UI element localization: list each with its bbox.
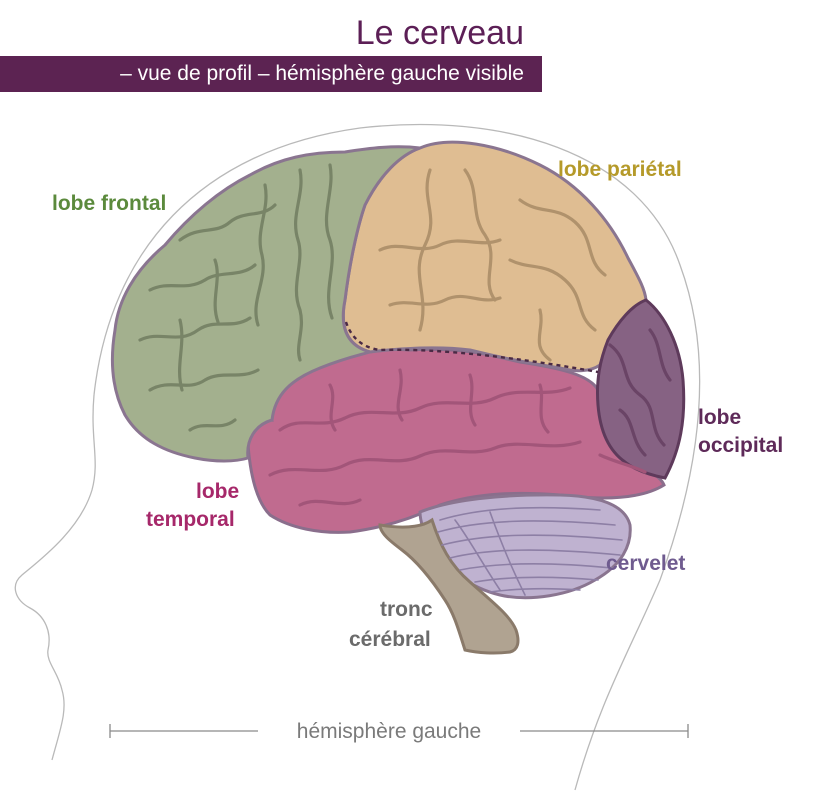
face-outline — [14, 394, 96, 761]
temporal-folds — [268, 368, 647, 507]
label-parietal-lobe: lobe pariétal — [558, 158, 682, 181]
label-temporal-lobe-line2: temporal — [146, 508, 235, 531]
parietal-folds — [378, 168, 607, 362]
label-temporal-lobe-line1: lobe — [196, 480, 239, 503]
brainstem — [378, 517, 520, 655]
label-brainstem-line1: tronc — [380, 598, 433, 621]
occipital-folds — [608, 328, 672, 457]
label-hemisphere: hémisphère gauche — [297, 720, 481, 743]
label-brainstem-line2: cérébral — [349, 628, 431, 651]
subtitle-banner: – vue de profil – hémisphère gauche visi… — [0, 56, 542, 92]
head-outline — [93, 123, 701, 791]
subtitle: – vue de profil – hémisphère gauche visi… — [120, 62, 524, 85]
cerebellum-folds — [437, 506, 623, 596]
page-title: Le cerveau — [355, 14, 524, 52]
frontal-folds — [138, 163, 334, 432]
frontal-lobe — [110, 145, 421, 463]
label-cerebellum: cervelet — [606, 552, 685, 575]
label-frontal-lobe: lobe frontal — [52, 192, 166, 215]
label-occipital-lobe-line1: lobe — [698, 406, 741, 429]
lobe-boundary-dotted — [344, 321, 599, 374]
label-occipital-lobe-line2: occipital — [698, 434, 783, 457]
hemisphere-scale-bar: hémisphère gauche — [109, 720, 689, 743]
